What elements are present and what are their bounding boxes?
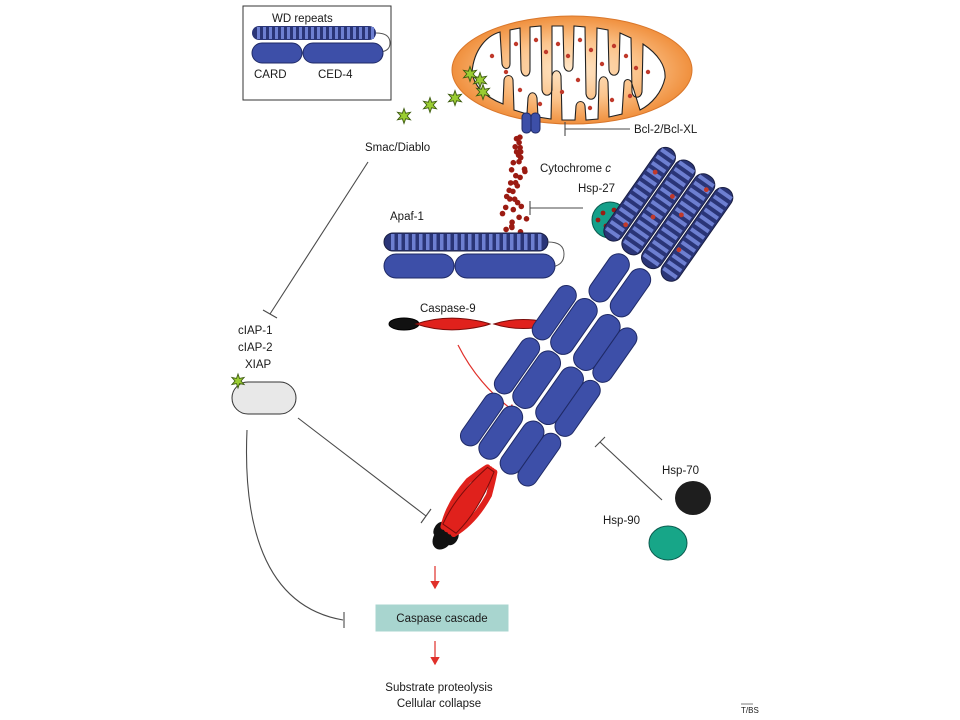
bcl2-label: Bcl-2/Bcl-XL [634, 124, 698, 136]
iap-cascade-inhibition [245, 429, 345, 628]
apaf1-label: Apaf-1 [390, 211, 424, 223]
xiap-label: XIAP [245, 359, 272, 371]
legend-wd-repeats-label: WD repeats [272, 13, 333, 25]
legend-card-ced4-bar [251, 42, 384, 64]
hsp70-label: Hsp-70 [662, 465, 699, 477]
smac-diablo-label: Smac/Diablo [365, 142, 430, 154]
cellular-collapse-label: Cellular collapse [397, 698, 481, 710]
caspase9-protein [388, 317, 552, 331]
hsp90-label: Hsp-90 [603, 515, 640, 527]
mitochondrion-cristae [471, 25, 666, 121]
hsp27-label: Hsp-27 [578, 183, 615, 195]
iap-bound-smac-star [230, 372, 246, 390]
apoptosome-complex [432, 146, 734, 550]
substrate-proteolysis-label: Substrate proteolysis [385, 682, 493, 694]
hsp70-inhibition [594, 436, 663, 501]
iap-caspase9-inhibition [297, 417, 432, 524]
iap-protein [231, 381, 297, 415]
apaf1-protein [383, 232, 565, 279]
caspase-cascade-label: Caspase cascade [396, 613, 487, 625]
cytochrome-c-label: Cytochrome c [540, 163, 611, 175]
cytochrome-c-release [499, 134, 530, 248]
smac-diablo-stars [396, 65, 491, 125]
ciap1-label: cIAP-1 [238, 325, 273, 337]
smac-iap-inhibition [262, 161, 369, 319]
ciap2-label: cIAP-2 [238, 342, 273, 354]
caspase9-label: Caspase-9 [420, 303, 476, 315]
mitochondrion [451, 15, 693, 125]
hsp70-protein [675, 481, 711, 515]
bcl2-inhibition [564, 122, 630, 136]
hsp27-inhibition [529, 201, 583, 215]
mitochondrial-pore [521, 112, 541, 134]
legend-ced4-label: CED-4 [318, 69, 353, 81]
caspase-cascade-box: Caspase cascade [375, 604, 509, 632]
legend-box: WD repeats CARD CED-4 [242, 5, 392, 101]
legend-card-label: CARD [254, 69, 287, 81]
matrix-cytochrome-dots [489, 37, 651, 111]
hsp90-protein [648, 525, 688, 561]
credit-label: T/BS [741, 706, 759, 715]
legend-wd-bar [252, 26, 391, 53]
